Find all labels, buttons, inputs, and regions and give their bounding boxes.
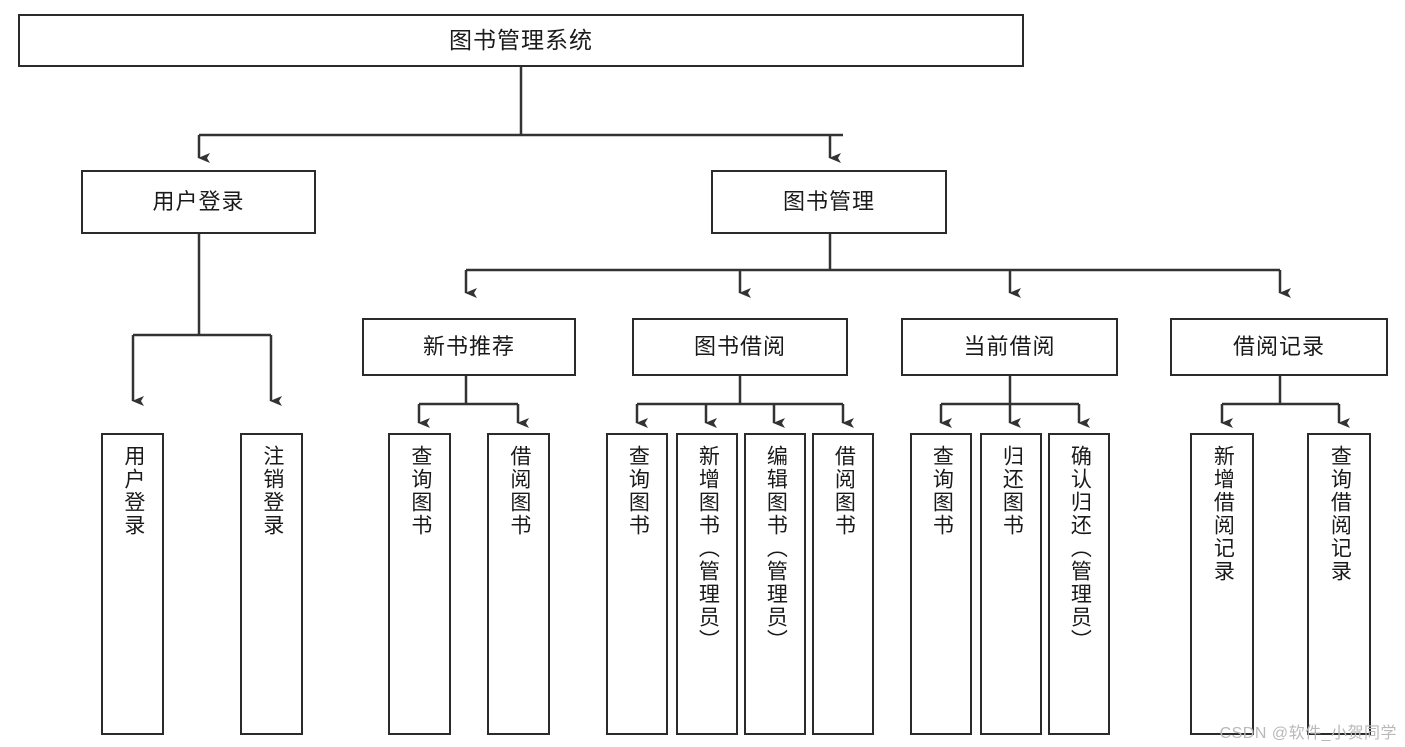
csdn-watermark: CSDN @软件_小贺同学	[1219, 725, 1397, 742]
node-leaf-query-book-2[interactable]: 查询图书	[606, 433, 668, 735]
node-label: 查询图书	[930, 445, 954, 537]
node-leaf-logout-login[interactable]: 注销登录	[240, 433, 303, 735]
node-label: 查询图书	[626, 445, 650, 537]
node-label: 借阅记录	[1232, 333, 1325, 359]
node-leaf-confirm-return[interactable]: 确认归还（管理员）	[1048, 433, 1110, 735]
node-label: 图书管理系统	[449, 26, 593, 53]
node-label: 查询借阅记录	[1328, 445, 1352, 583]
node-user-login[interactable]: 用户登录	[81, 170, 316, 234]
node-new-book-recommend[interactable]: 新书推荐	[362, 318, 576, 376]
node-leaf-return-book[interactable]: 归还图书	[980, 433, 1042, 735]
node-borrow-record[interactable]: 借阅记录	[1170, 318, 1388, 376]
node-label: 图书管理	[782, 188, 875, 214]
node-label: 借阅图书	[507, 445, 531, 537]
node-label: 确认归还（管理员）	[1068, 445, 1092, 652]
node-leaf-borrow-book-2[interactable]: 借阅图书	[812, 433, 874, 735]
node-leaf-add-record[interactable]: 新增借阅记录	[1190, 433, 1254, 735]
node-label: 查询图书	[408, 445, 432, 537]
node-label: 注销登录	[260, 445, 284, 537]
node-label: 新书推荐	[422, 333, 515, 359]
node-book-manage[interactable]: 图书管理	[711, 170, 947, 234]
node-book-borrow[interactable]: 图书借阅	[632, 318, 848, 376]
node-root-system[interactable]: 图书管理系统	[18, 14, 1024, 67]
node-label: 新增借阅记录	[1211, 445, 1235, 583]
node-label: 新增图书（管理员）	[696, 445, 720, 652]
node-leaf-query-book-1[interactable]: 查询图书	[388, 433, 451, 735]
node-label: 借阅图书	[832, 445, 856, 537]
node-label: 图书借阅	[693, 333, 786, 359]
node-label: 用户登录	[152, 188, 245, 214]
node-current-borrow[interactable]: 当前借阅	[901, 318, 1118, 376]
node-leaf-borrow-book-1[interactable]: 借阅图书	[487, 433, 550, 735]
node-label: 当前借阅	[963, 333, 1056, 359]
node-leaf-add-book[interactable]: 新增图书（管理员）	[676, 433, 738, 735]
node-leaf-query-record[interactable]: 查询借阅记录	[1307, 433, 1371, 735]
node-label: 归还图书	[1000, 445, 1024, 537]
node-leaf-user-login[interactable]: 用户登录	[101, 433, 164, 735]
node-leaf-edit-book[interactable]: 编辑图书（管理员）	[744, 433, 806, 735]
node-label: 用户登录	[121, 445, 145, 537]
node-label: 编辑图书（管理员）	[764, 445, 788, 652]
node-leaf-query-book-3[interactable]: 查询图书	[910, 433, 972, 735]
